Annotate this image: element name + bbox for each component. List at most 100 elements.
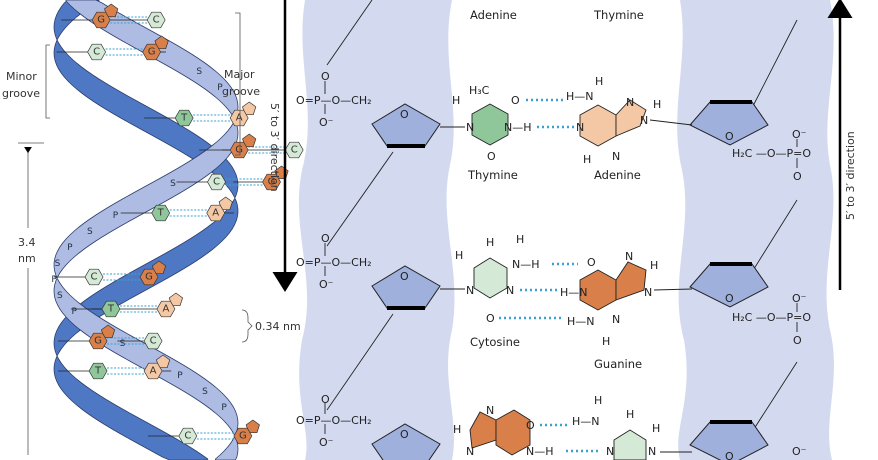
hydrogen-bonds-pair1 bbox=[526, 98, 574, 129]
purine-pentagon bbox=[242, 101, 257, 116]
svg-text:N: N bbox=[466, 121, 474, 134]
svg-text:N: N bbox=[625, 250, 633, 263]
backbone-band-left bbox=[298, 0, 455, 460]
hydrogen-bonds-pair2 bbox=[499, 262, 578, 320]
phosphate-left-1: O O=P—O—CH₂ O⁻ bbox=[296, 70, 372, 129]
svg-text:3.4: 3.4 bbox=[18, 236, 36, 249]
phosphate-right-2: O⁻ H₂C —O—P=O O bbox=[732, 292, 811, 347]
backbone-label: S bbox=[55, 259, 61, 269]
svg-text:O: O bbox=[511, 94, 520, 107]
sugar-oxygen: O bbox=[725, 450, 734, 460]
backbone-label: S bbox=[170, 179, 176, 189]
purine-pentagon bbox=[168, 292, 183, 307]
base-letter-G: G bbox=[235, 145, 243, 156]
svg-text:O⁻: O⁻ bbox=[319, 278, 334, 291]
base-hexagon bbox=[87, 43, 107, 61]
base-hexagon bbox=[207, 173, 226, 191]
base-hexagon bbox=[88, 332, 108, 350]
purine-pentagon bbox=[242, 133, 257, 148]
backbone-label: S bbox=[196, 67, 202, 77]
svg-text:H: H bbox=[453, 423, 461, 436]
label-adenine-top: Adenine bbox=[470, 8, 517, 22]
deoxyribose-left-3: O bbox=[371, 423, 441, 460]
svg-text:O=P—O—CH₂: O=P—O—CH₂ bbox=[296, 256, 372, 269]
svg-text:5′ to 3′ direction: 5′ to 3′ direction bbox=[268, 103, 281, 192]
backbone-band-right bbox=[677, 0, 834, 460]
base-hexagon bbox=[233, 427, 253, 445]
base-letter-G: G bbox=[148, 47, 156, 58]
base-letter-T: T bbox=[157, 208, 165, 219]
base-hexagon bbox=[143, 362, 163, 380]
phosphate-left-2: O O=P—O—CH₂ O⁻ bbox=[296, 232, 372, 291]
svg-text:groove: groove bbox=[222, 85, 260, 98]
svg-text:H: H bbox=[626, 408, 634, 421]
svg-text:O: O bbox=[486, 312, 495, 325]
sugar-ring bbox=[689, 101, 769, 146]
backbone-label: P bbox=[217, 83, 223, 93]
svg-text:H: H bbox=[652, 422, 660, 435]
svg-text:N: N bbox=[486, 404, 494, 417]
svg-text:H—N: H—N bbox=[560, 286, 588, 299]
base-hexagon bbox=[156, 300, 176, 318]
svg-text:O=P—O—CH₂: O=P—O—CH₂ bbox=[296, 414, 372, 427]
base-letter-A: A bbox=[236, 113, 243, 124]
svg-text:O⁻: O⁻ bbox=[792, 128, 807, 141]
base-letter-G: G bbox=[94, 336, 102, 347]
base-hexagon bbox=[142, 43, 162, 61]
base-letter-T: T bbox=[180, 113, 188, 124]
base-letter-A: A bbox=[212, 208, 219, 219]
purine-pentagon bbox=[218, 196, 233, 211]
svg-text:N: N bbox=[612, 150, 620, 163]
base-letter-C: C bbox=[93, 47, 100, 58]
base-hexagon bbox=[229, 109, 249, 127]
svg-text:H: H bbox=[653, 98, 661, 111]
base-hexagon bbox=[88, 362, 108, 380]
sugar-ring bbox=[689, 421, 769, 460]
purine-pentagon bbox=[104, 3, 119, 18]
svg-text:0.34 nm: 0.34 nm bbox=[255, 320, 301, 333]
purine-pentagon bbox=[100, 324, 116, 339]
svg-text:H: H bbox=[650, 259, 658, 272]
sugar-ring bbox=[371, 265, 441, 309]
svg-text:O: O bbox=[321, 232, 330, 245]
direction-arrow-down: 5′ to 3′ direction bbox=[268, 0, 298, 292]
deoxyribose-right-1: O bbox=[689, 100, 769, 146]
svg-text:H: H bbox=[602, 335, 610, 348]
sugar-oxygen: O bbox=[400, 108, 409, 121]
svg-text:H₂C —O—P=O: H₂C —O—P=O bbox=[732, 147, 811, 160]
svg-text:N—H: N—H bbox=[512, 258, 540, 271]
base-hexagon bbox=[262, 173, 281, 191]
svg-text:groove: groove bbox=[2, 87, 40, 100]
backbone-label: P bbox=[177, 371, 183, 381]
base-hexagon bbox=[178, 427, 198, 445]
svg-text:N: N bbox=[644, 286, 652, 299]
sugar-oxygen: O bbox=[400, 270, 409, 283]
svg-text:O=P—O—CH₂: O=P—O—CH₂ bbox=[296, 94, 372, 107]
svg-text:H: H bbox=[452, 94, 460, 107]
svg-text:O: O bbox=[321, 70, 330, 83]
base-hexagon bbox=[143, 332, 163, 350]
base-letter-A: A bbox=[163, 304, 170, 315]
svg-text:N: N bbox=[576, 121, 584, 134]
backbone-label: P bbox=[72, 307, 78, 317]
base-letter-G: G bbox=[145, 272, 153, 283]
svg-text:N: N bbox=[640, 114, 648, 127]
svg-text:nm: nm bbox=[18, 252, 36, 265]
backbone-label: S bbox=[57, 291, 63, 301]
svg-text:N: N bbox=[648, 445, 656, 458]
purine-pentagon bbox=[245, 419, 260, 434]
label-adenine: Adenine bbox=[594, 168, 641, 182]
backbone-label: S bbox=[202, 387, 208, 397]
svg-text:O: O bbox=[793, 334, 802, 347]
base-letter-C: C bbox=[153, 15, 160, 26]
sugar-ring bbox=[371, 423, 441, 460]
sugar-oxygen: O bbox=[725, 292, 734, 305]
svg-text:H: H bbox=[594, 394, 602, 407]
